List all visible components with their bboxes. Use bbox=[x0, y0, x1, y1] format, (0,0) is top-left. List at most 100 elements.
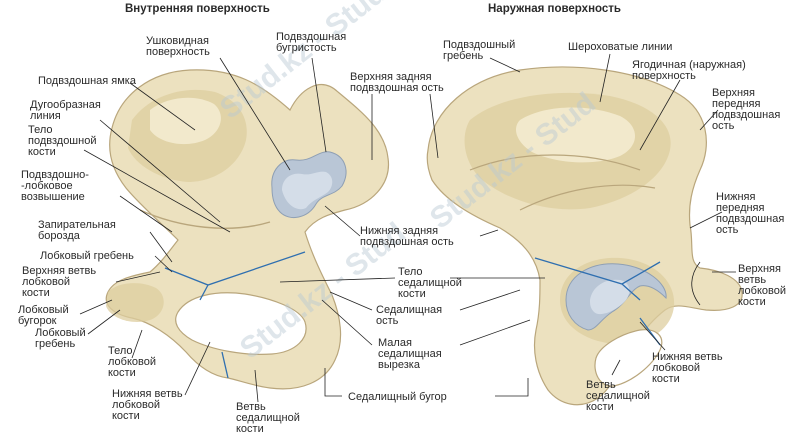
leader-pubic-crest bbox=[154, 255, 173, 273]
title-external-surface: Наружная поверхность bbox=[488, 3, 621, 15]
label-line: кости bbox=[22, 287, 50, 299]
label-line: кости bbox=[112, 410, 140, 422]
left-obturator-foramen bbox=[175, 292, 307, 355]
label-line: подвздошной bbox=[28, 135, 96, 147]
label-line: Седалищная bbox=[376, 304, 442, 316]
left-arcuate-ridge bbox=[139, 209, 271, 229]
label-line: подвздошная bbox=[712, 109, 780, 121]
label-line: Тело bbox=[28, 124, 53, 136]
label-line: Ягодичная (наружная) bbox=[632, 59, 746, 71]
label-line: Ветвь bbox=[236, 401, 266, 413]
label-line: бугристость bbox=[276, 42, 337, 54]
label-line: -лобковое bbox=[21, 180, 73, 192]
label-line: Верхняя задняя bbox=[350, 71, 432, 83]
label-line: линия bbox=[30, 110, 61, 122]
right-acetabular-fossa bbox=[590, 279, 630, 315]
label-line: Ветвь bbox=[586, 379, 616, 391]
label-line: Верхняя ветвь bbox=[22, 265, 96, 277]
label-line: седалищная bbox=[378, 348, 442, 360]
leader-obturator-groove bbox=[149, 231, 173, 263]
label-line: ость bbox=[716, 224, 739, 236]
label-line: Нижняя ветвь bbox=[112, 388, 183, 400]
label-line: гребень bbox=[443, 50, 483, 62]
label-line: лобковой bbox=[652, 362, 700, 374]
label-line: Подвздошная bbox=[276, 31, 346, 43]
leader-gluteal-surface bbox=[639, 79, 681, 151]
left-suture-pubis bbox=[221, 351, 229, 379]
label-line: кости bbox=[236, 423, 264, 434]
label-line: ость bbox=[712, 120, 735, 132]
label-line: Ушковидная bbox=[146, 35, 209, 47]
label-line: Лобковый гребень bbox=[40, 250, 134, 262]
label-line: борозда bbox=[38, 230, 81, 242]
label-line: Нижняя задняя bbox=[360, 225, 438, 237]
label-line: Подвздошная ямка bbox=[38, 75, 137, 87]
leader-rough-lines bbox=[599, 53, 611, 103]
label-line: Верхняя bbox=[738, 263, 781, 275]
label-line: Запирательная bbox=[38, 219, 116, 231]
leader-posterior-inferior bbox=[324, 205, 499, 237]
label-ischial-tuberosity: Седалищный бугор bbox=[348, 391, 447, 403]
right-hip-bone bbox=[426, 66, 743, 406]
label-line: поверхность bbox=[632, 70, 696, 82]
leader-pubis-body bbox=[131, 329, 143, 359]
label-line: лобковой bbox=[112, 399, 160, 411]
left-hip-bone bbox=[105, 69, 390, 390]
leader-ischial-ramus-left bbox=[254, 369, 259, 403]
label-gluteal-surface: Ягодичная (наружная)поверхность bbox=[632, 59, 746, 82]
leader-ischial-tuberosity bbox=[324, 368, 529, 397]
label-line: Нижняя bbox=[716, 191, 755, 203]
leader-ilium-body bbox=[83, 149, 231, 233]
label-line: ветвь bbox=[738, 274, 766, 286]
label-line: передняя bbox=[712, 98, 761, 110]
label-line: Нижняя ветвь bbox=[652, 351, 723, 363]
leader-posterior-superior bbox=[371, 93, 439, 160]
left-suture-y bbox=[164, 251, 306, 301]
label-line: седалищной bbox=[398, 277, 462, 289]
label-line: кости bbox=[108, 367, 136, 379]
label-line: седалищной bbox=[586, 390, 650, 402]
right-obturator-foramen bbox=[594, 329, 663, 387]
leader-lesser-sciatic bbox=[321, 299, 531, 346]
label-pubic-crest: Лобковый гребень bbox=[40, 250, 134, 262]
label-line: седалищной bbox=[236, 412, 300, 424]
label-line: Малая bbox=[378, 337, 412, 349]
left-wing-highlight bbox=[150, 97, 221, 145]
label-rough-lines: Шероховатые линии bbox=[568, 41, 672, 53]
leader-iliac-crest bbox=[489, 57, 521, 73]
label-line: подвздошная bbox=[716, 213, 784, 225]
leader-arcuate-line bbox=[99, 119, 221, 223]
label-line: бугорок bbox=[18, 315, 57, 327]
label-line: Тело bbox=[108, 345, 133, 357]
label-line: Подвздошный bbox=[443, 39, 515, 51]
label-line: Лобковый bbox=[35, 327, 86, 339]
leader-ischial-spine bbox=[329, 289, 521, 311]
right-rough-line-2 bbox=[519, 184, 656, 211]
leader-superior-pubic-ramus bbox=[115, 271, 161, 283]
label-line: ость bbox=[376, 315, 399, 327]
right-suture-y bbox=[534, 257, 661, 301]
label-line: Тело bbox=[398, 266, 423, 278]
leader-pubic-crest2 bbox=[87, 309, 121, 335]
leader-ischial-ramus-right bbox=[611, 359, 621, 376]
leader-auricular bbox=[219, 57, 291, 171]
leader-iliac-fossa bbox=[129, 82, 196, 131]
label-line: Подвздошно- bbox=[21, 169, 89, 181]
left-auricular-highlight bbox=[282, 171, 333, 210]
leader-iliac-tuberosity bbox=[311, 57, 327, 153]
